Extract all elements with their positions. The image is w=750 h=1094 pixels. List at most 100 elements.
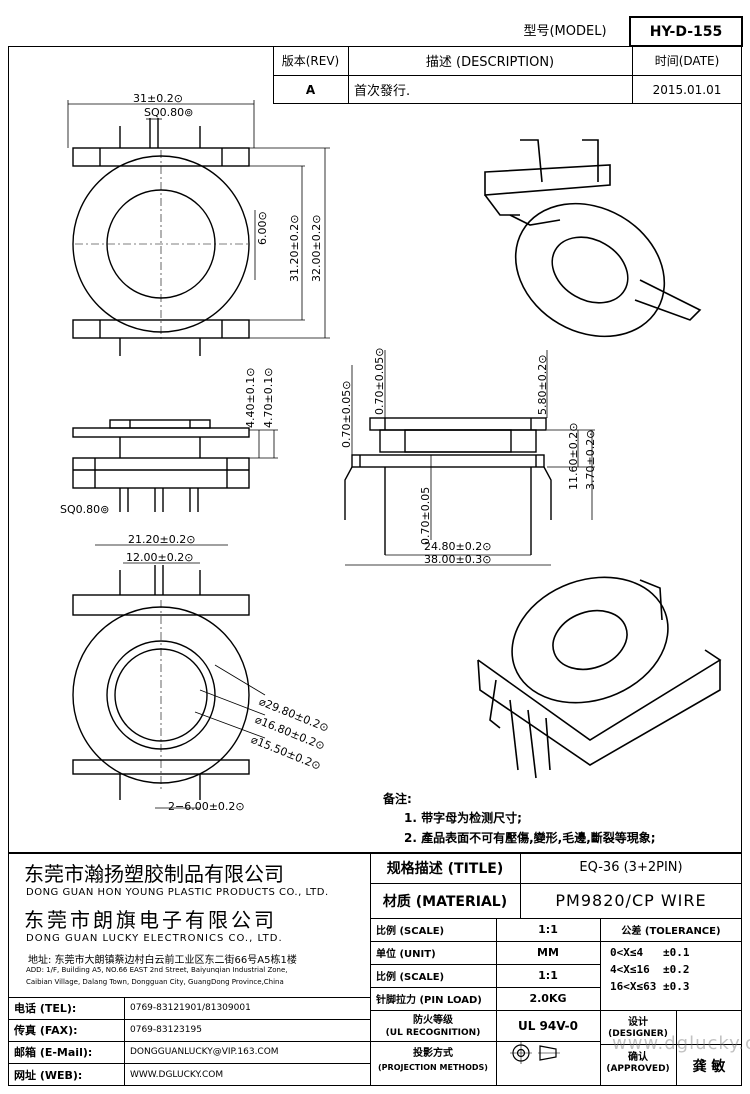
pinload-label: 针脚拉力 (PIN LOAD): [376, 995, 482, 1006]
revision-divider: [273, 75, 742, 76]
approved-value: 龚 敏: [692, 1059, 726, 1075]
spec-divider: [370, 883, 742, 884]
unit-value: MM: [537, 946, 559, 959]
projection-label-en: (PROJECTION METHODS): [378, 1062, 488, 1072]
approved-label-cn: 确认: [628, 1051, 648, 1063]
drawing-frame-top: [8, 46, 273, 47]
spec-divider: [676, 1010, 677, 1086]
section-view-dims: [345, 350, 595, 566]
iso-view-top: [484, 139, 702, 338]
scale2-value: 1:1: [538, 969, 558, 982]
dim-mid-a: 0.70±0.05⊙: [340, 380, 353, 448]
tel-label: 电话 (TEL):: [14, 1002, 77, 1015]
dim-side-h2: 4.70±0.1⊙: [262, 367, 275, 428]
top-view-bobbin: [72, 118, 250, 356]
dim-top-pin: SQ0.80⊚: [144, 106, 194, 119]
company-en-1: DONG GUAN HON YOUNG PLASTIC PRODUCTS CO.…: [26, 887, 329, 898]
designer-label-cn: 设计: [628, 1016, 648, 1028]
title-value: EQ-36 (3+2PIN): [579, 860, 683, 875]
web-label: 网址 (WEB):: [14, 1068, 83, 1082]
dim-side-pin: SQ0.80⊚: [60, 503, 110, 516]
fax-label: 传真 (FAX):: [14, 1024, 78, 1037]
notes-title: 备注:: [383, 792, 412, 806]
approved-label-en: (APPROVED): [606, 1064, 670, 1074]
model-label: 型号(MODEL): [523, 23, 607, 39]
dim-top-h2: 32.00±0.2⊙: [310, 214, 323, 282]
title-block-top: [8, 852, 742, 854]
dim-mid-e: 3.70±0.2⊙: [584, 429, 597, 490]
spec-divider: [496, 918, 497, 1086]
scale-label: 比例 (SCALE): [376, 926, 445, 937]
revision-divider: [348, 46, 349, 104]
dim-mid-d: 11.60±0.2⊙: [567, 422, 580, 490]
top-view-dims: [67, 100, 330, 339]
contact-divider: [8, 1019, 370, 1020]
scale2-label: 比例 (SCALE): [376, 972, 445, 983]
tolerance-row-2: 4<X≤16 ±0.2: [610, 963, 690, 976]
dim-bot-w1: 21.20±0.2⊙: [128, 533, 196, 546]
dim-bot-w2: 12.00±0.2⊙: [126, 551, 194, 564]
dim-side-h1: 4.40±0.1⊙: [244, 367, 257, 428]
designer-label-en: (DESIGNER): [608, 1029, 668, 1039]
desc-value: 首次發行.: [354, 84, 411, 99]
spec-divider: [370, 987, 600, 988]
projection-symbol: [510, 1042, 560, 1064]
spec-divider: [600, 918, 601, 1086]
contact-divider: [124, 997, 125, 1086]
ul-label-en: (UL RECOGNITION): [385, 1027, 481, 1038]
unit-label: 单位 (UNIT): [376, 949, 436, 960]
title-block-divider: [370, 852, 371, 1086]
email-label: 邮箱 (E-Mail):: [14, 1046, 93, 1059]
contact-divider: [8, 1063, 370, 1064]
dim-mid-b: 0.70±0.05⊙: [373, 347, 386, 415]
note-item: 1. 带字母为检测尺寸;: [404, 811, 522, 825]
rev-label: 版本(REV): [281, 54, 340, 68]
bottom-view-dims: [95, 544, 266, 809]
dim-mid-w1: 24.80±0.2⊙: [424, 540, 492, 553]
contact-divider: [8, 997, 370, 998]
company-address-en-2: Caibian Village, Dalang Town, Dongguan C…: [26, 978, 284, 986]
pinload-value: 2.0KG: [529, 992, 567, 1005]
dim-top-width: 31±0.2⊙: [133, 92, 183, 105]
spec-divider: [370, 1010, 742, 1011]
desc-label: 描述 (DESCRIPTION): [425, 55, 555, 70]
company-cn-1: 东莞市瀚扬塑胶制品有限公司: [24, 862, 284, 886]
section-view-bobbin: [344, 417, 552, 555]
material-label: 材质 (MATERIAL): [382, 893, 508, 910]
ul-label-cn: 防火等级: [413, 1015, 453, 1026]
email-value[interactable]: DONGGUANLUCKY@VIP.163.COM: [130, 1047, 279, 1057]
dim-mid-c: 5.80±0.2⊙: [536, 354, 549, 415]
web-value[interactable]: WWW.DGLUCKY.COM: [130, 1069, 224, 1080]
spec-divider: [370, 918, 742, 919]
spec-divider: [520, 852, 521, 918]
spec-divider: [370, 941, 742, 942]
note-item: 2. 產品表面不可有壓傷,變形,毛邊,斷裂等現象;: [404, 831, 656, 845]
rev-value: A: [305, 82, 316, 97]
iso-view-bottom: [477, 576, 722, 779]
contact-divider: [8, 1041, 370, 1042]
date-label: 时间(DATE): [654, 54, 720, 68]
side-view-bobbin: [72, 419, 250, 512]
dim-mid-w2: 38.00±0.3⊙: [424, 553, 492, 566]
bottom-view-bobbin: [72, 565, 250, 800]
dim-top-h1: 31.20±0.2⊙: [288, 214, 301, 282]
spec-divider: [370, 964, 600, 965]
date-value: 2015.01.01: [652, 82, 722, 97]
tolerance-row-3: 16<X≤63 ±0.3: [610, 980, 690, 993]
tel-value: 0769-83121901/81309001: [130, 1003, 251, 1013]
company-en-2: DONG GUAN LUCKY ELECTRONICS CO., LTD.: [26, 933, 283, 944]
company-address-cn: 地址: 东莞市大朗镇蔡边村白云前工业区东二街66号A5栋1楼: [28, 955, 297, 966]
dim-bot-pins: 2−6.00±0.2⊙: [168, 800, 245, 813]
spec-divider: [600, 1044, 742, 1045]
material-value: PM9820/CP WIRE: [555, 891, 707, 910]
ul-value: UL 94V-0: [517, 1018, 578, 1033]
scale-value: 1:1: [538, 923, 558, 936]
side-view-dims: [249, 429, 278, 459]
dim-top-hole: 6.00⊙: [256, 211, 269, 245]
spec-divider: [370, 1041, 600, 1042]
revision-divider: [632, 46, 633, 104]
watermark: www.dglucky.com: [612, 1033, 750, 1054]
tolerance-label: 公差 (TOLERANCE): [621, 926, 721, 937]
tolerance-row-1: 0<X≤4 ±0.1: [610, 946, 690, 959]
